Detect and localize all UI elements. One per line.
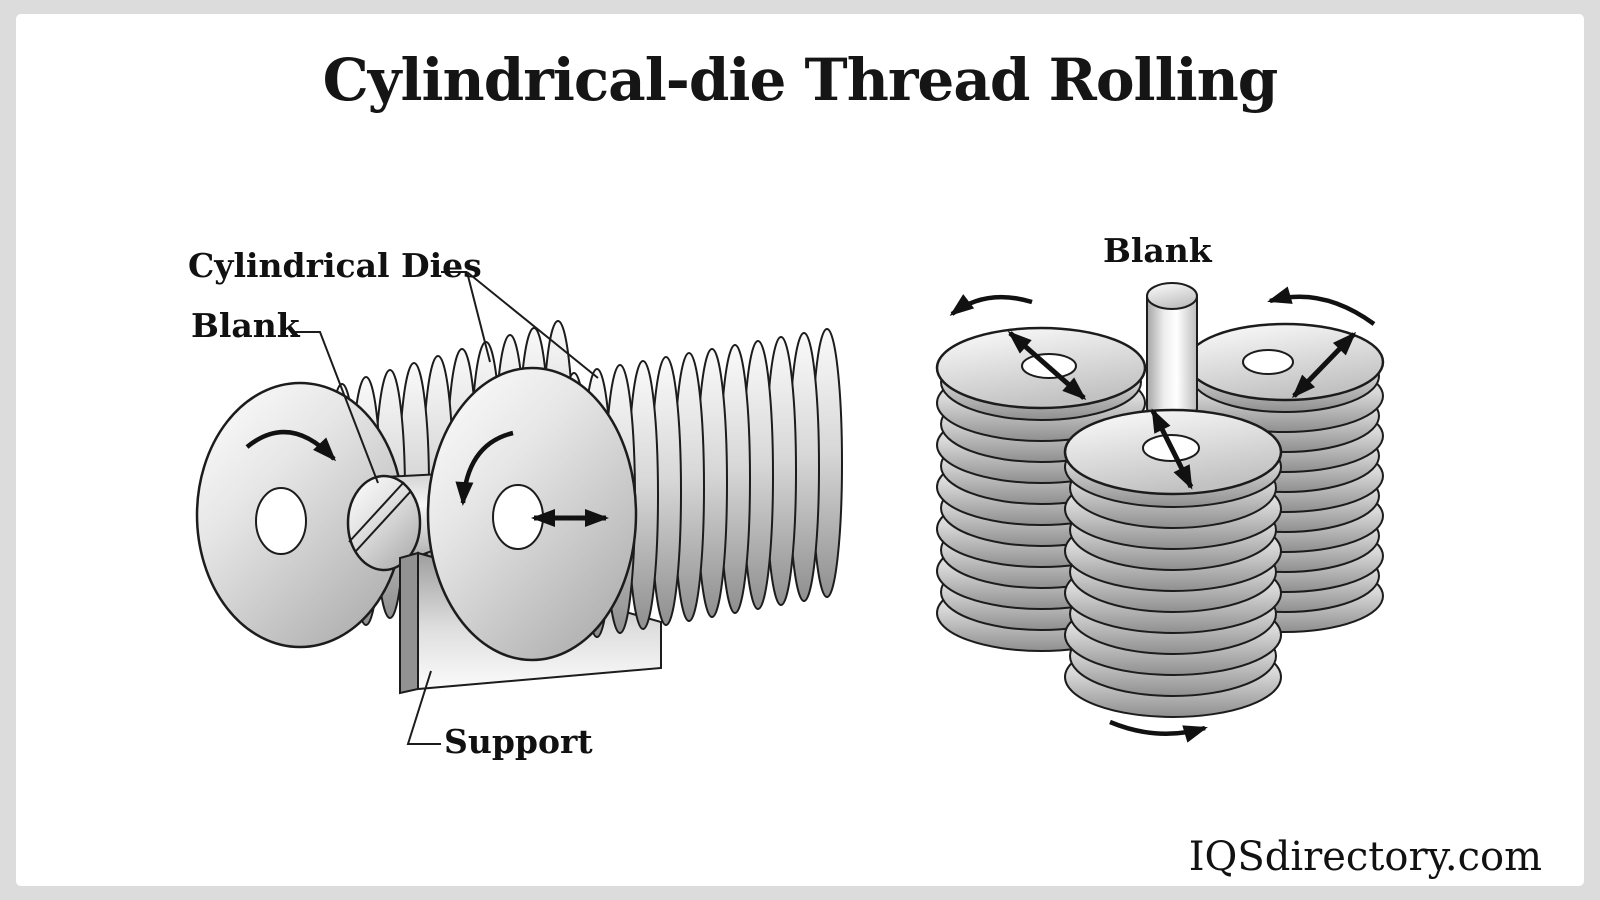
die-stack-right-hole xyxy=(1242,349,1294,375)
stack-front-rotation-arrow xyxy=(1109,719,1208,743)
stack-left-rotation-arrow xyxy=(949,294,1033,316)
label-blank-left: Blank xyxy=(191,306,300,345)
right-die-rotation-arrow xyxy=(455,430,514,506)
left-die-rotation-arrow xyxy=(245,429,337,462)
stack-left-feed-arrow xyxy=(1007,331,1087,400)
stack-right-feed-arrow xyxy=(1291,331,1357,399)
watermark-text: IQSdirectory.com xyxy=(1188,834,1542,880)
page-title: Cylindrical-die Thread Rolling xyxy=(322,46,1279,114)
die-stack-front-threads xyxy=(1064,426,1282,718)
label-cylindrical-dies: Cylindrical Dies xyxy=(188,246,482,285)
stack-front-feed-arrow xyxy=(1150,408,1194,490)
label-blank-right: Blank xyxy=(1103,231,1212,270)
label-support: Support xyxy=(444,722,593,761)
leader-lines-left xyxy=(291,271,599,745)
stack-right-rotation-arrow xyxy=(1267,286,1376,326)
left-die-hole xyxy=(255,487,307,555)
blank-workpiece-right xyxy=(1146,282,1198,422)
